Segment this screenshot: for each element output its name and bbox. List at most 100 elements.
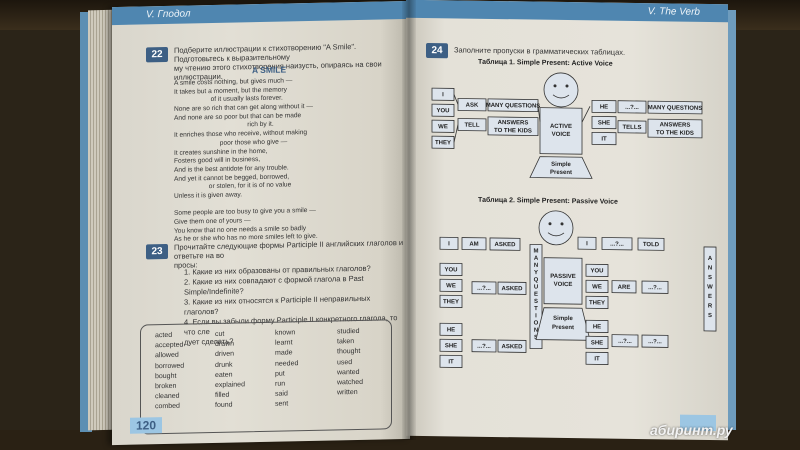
connector-line [453, 94, 459, 105]
object-label-line: ANSWERS [660, 122, 691, 128]
simple-present-base [535, 307, 591, 341]
pronoun-label: WE [592, 284, 602, 290]
passive-voice-label-2: VOICE [554, 282, 573, 288]
vertical-letter: Y [534, 270, 538, 276]
participle-word: used [337, 358, 353, 367]
passive-voice-label-1: PASSIVE [550, 274, 576, 280]
pronoun-label: IT [594, 356, 600, 362]
verb-box [461, 237, 487, 251]
participle-word: bought [155, 372, 177, 381]
book-spine [402, 0, 416, 440]
pronoun-label: I [448, 241, 450, 247]
pronoun-label: YOU [590, 268, 603, 274]
pronoun-box [591, 99, 617, 114]
participle-word: written [337, 389, 358, 397]
pronoun-label: IT [448, 359, 454, 365]
pronoun-label: SHE [445, 343, 457, 349]
participle-label: TOLD [643, 242, 660, 248]
participle-word: found [215, 402, 233, 410]
participle-word: drunk [215, 361, 233, 369]
pronoun-box [591, 115, 617, 130]
vertical-letter: W [707, 284, 713, 290]
vertical-letter: N [708, 265, 712, 271]
poem-text: A smile costs nothing, but gives much —I… [174, 77, 318, 245]
pronoun-label: YOU [436, 108, 449, 114]
simple-present-label-2: Present [552, 325, 574, 331]
object-box [487, 116, 539, 137]
pronoun-box [585, 319, 609, 333]
gap-box[interactable] [641, 334, 669, 348]
vertical-letter: Q [534, 277, 539, 283]
participle-word: explained [215, 381, 245, 389]
participle-box [497, 281, 527, 295]
left-page: V. Гподол 22 Подберите иллюстрации к сти… [112, 0, 410, 446]
pronoun-box [431, 103, 455, 117]
book-cover-right [726, 10, 736, 430]
simple-present-base [529, 156, 593, 179]
participle-word: put [275, 370, 285, 378]
vertical-letter: T [534, 306, 538, 312]
participle-word: cleaned [155, 392, 180, 401]
pronoun-box [439, 322, 463, 336]
watermark-logo: абиринт.ру [650, 422, 733, 438]
verb-label: TELLS [623, 125, 642, 131]
participle-word: accepted [155, 341, 184, 350]
participle-word: drawn [215, 340, 235, 349]
active-voice-label-2: VOICE [552, 132, 571, 138]
face-smile [552, 94, 570, 99]
gap-box[interactable] [471, 339, 497, 353]
face-eye [548, 222, 552, 226]
gap-box[interactable] [471, 281, 497, 295]
vertical-letter: E [534, 292, 538, 298]
participle-box [489, 237, 521, 251]
gap-label: ...?... [610, 242, 624, 248]
left-header-text: V. Гподол [146, 8, 191, 21]
passive-voice-body [543, 257, 583, 305]
participle-word: run [275, 380, 286, 388]
gap-box[interactable] [641, 280, 669, 294]
participle-word: studied [337, 327, 360, 336]
exercise-23-badge: 23 [146, 243, 168, 260]
participle-word: combed [155, 403, 180, 411]
pronoun-box [585, 335, 609, 349]
active-voice-label-1: ACTIVE [550, 124, 572, 130]
vertical-letter: A [708, 256, 713, 262]
pronoun-box [439, 262, 463, 276]
smiley-face-icon [543, 72, 579, 108]
pronoun-label: WE [446, 283, 456, 289]
pronoun-label: WE [438, 124, 448, 130]
participle-label: ASKED [494, 242, 516, 248]
participle-label: ASKED [501, 286, 523, 292]
simple-present-label-1: Simple [553, 316, 573, 322]
pronoun-label: YOU [444, 267, 457, 273]
gap-label: ...?... [618, 339, 632, 345]
simple-present-label-1: Simple [551, 162, 571, 168]
pronoun-box [577, 236, 597, 250]
gap-label: ...?... [477, 286, 491, 292]
pronoun-box [439, 278, 463, 292]
pronoun-box [439, 294, 463, 308]
pronoun-box [585, 263, 609, 277]
pronoun-box [585, 279, 609, 293]
gap-box[interactable] [611, 334, 639, 348]
pronoun-label: HE [447, 327, 455, 333]
object-label: MANY QUESTIONS [648, 105, 703, 112]
participle-word: wanted [337, 368, 360, 377]
pronoun-label: I [442, 92, 444, 98]
object-label-line: ANSWERS [498, 120, 529, 126]
verb-label: AM [469, 242, 478, 248]
object-label-line: TO THE KIDS [656, 130, 694, 137]
poem-title: A SMILE [252, 64, 287, 76]
gap-box[interactable] [617, 100, 647, 114]
gap-box[interactable] [601, 237, 633, 251]
gap-label: ...?... [648, 339, 662, 345]
object-box [647, 100, 703, 115]
object-box [487, 98, 539, 113]
pronoun-box [439, 236, 459, 250]
pronoun-box [585, 351, 609, 365]
pronoun-box [585, 295, 609, 309]
